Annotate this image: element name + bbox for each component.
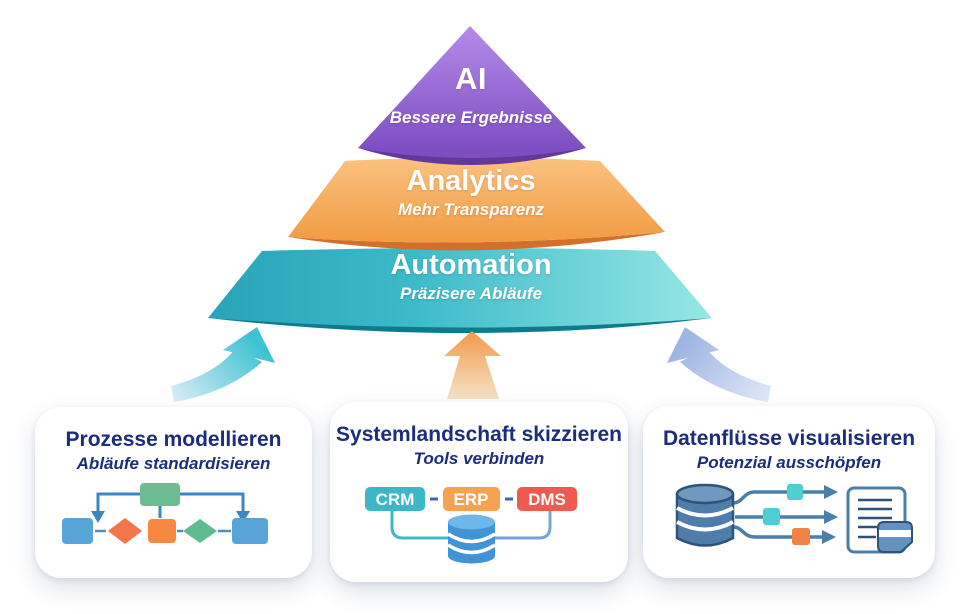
pyramid-ai-subtitle: Bessere Ergebnisse [389,108,553,127]
pyramid-analytics-subtitle: Mehr Transparenz [397,200,545,219]
flowchart-icon [62,483,268,544]
crm-label: CRM [376,490,415,509]
card-title: Prozesse modellieren [65,428,282,451]
card-title: Systemlandschaft skizzieren [336,423,622,446]
flowchart-decision-orange [108,518,142,544]
pyramid-layer-analytics-rim [288,232,665,251]
systems-database-icon: CRM ERP DMS [365,487,577,564]
erp-box [443,487,500,511]
data-packet-orange-bottom [792,528,810,545]
card-datenfluesse: Datenflüsse visualisieren Potenzial auss… [643,406,935,578]
pyramid-automation-subtitle: Präzisere Abläufe [399,284,543,303]
curved-arrow-left-icon [171,327,275,402]
curved-arrow-right-icon [667,327,771,402]
flowchart-node-right [232,518,268,544]
flow-arrowhead-left [91,511,105,523]
flow-arrowhead-right [236,511,250,523]
card-systemlandschaft: Systemlandschaft skizzieren Tools verbin… [330,402,628,582]
crm-box [365,487,425,511]
dms-label: DMS [528,490,566,509]
lane-arrowhead-bottom [822,530,836,544]
lane-arrowhead-top [824,485,838,499]
flow-lane-top [732,490,824,505]
data-packet-teal-top [787,484,803,500]
pyramid-ai-title: AI [455,61,487,96]
straight-arrow-center-icon [444,331,501,399]
pyramid-layer-ai-shape [358,26,586,158]
card-title: Datenflüsse visualisieren [662,427,916,450]
lane-arrowhead-middle [824,510,838,524]
database-icon [675,483,735,547]
card-prozesse-modellieren: Prozesse modellieren Abläufe standardisi… [35,407,312,578]
pyramid-layer-automation-shape [208,248,712,328]
pyramid-layer-analytics-shape [288,157,665,243]
data-packet-teal-middle [763,508,780,525]
pyramid-analytics-title: Analytics [406,165,536,197]
badge-icon [877,521,913,553]
crm-db-connector [390,510,450,540]
flow-lane-bottom [732,525,822,539]
flowchart-decision-green [183,519,217,543]
card-subtitle: Abläufe standardisieren [76,454,271,474]
card-subtitle: Potenzial ausschöpfen [696,453,882,473]
flowchart-node-left [62,518,93,544]
document-icon [846,486,913,554]
erp-label: ERP [454,490,489,509]
dms-db-connector [493,510,552,540]
database-icon [447,514,496,564]
card-subtitle: Tools verbinden [413,449,545,469]
flowchart-node-start [140,483,180,506]
pyramid-automation-title: Automation [390,249,552,281]
dataflow-document-icon [675,483,913,554]
flowchart-node-center [148,519,176,543]
dms-box [517,487,577,511]
